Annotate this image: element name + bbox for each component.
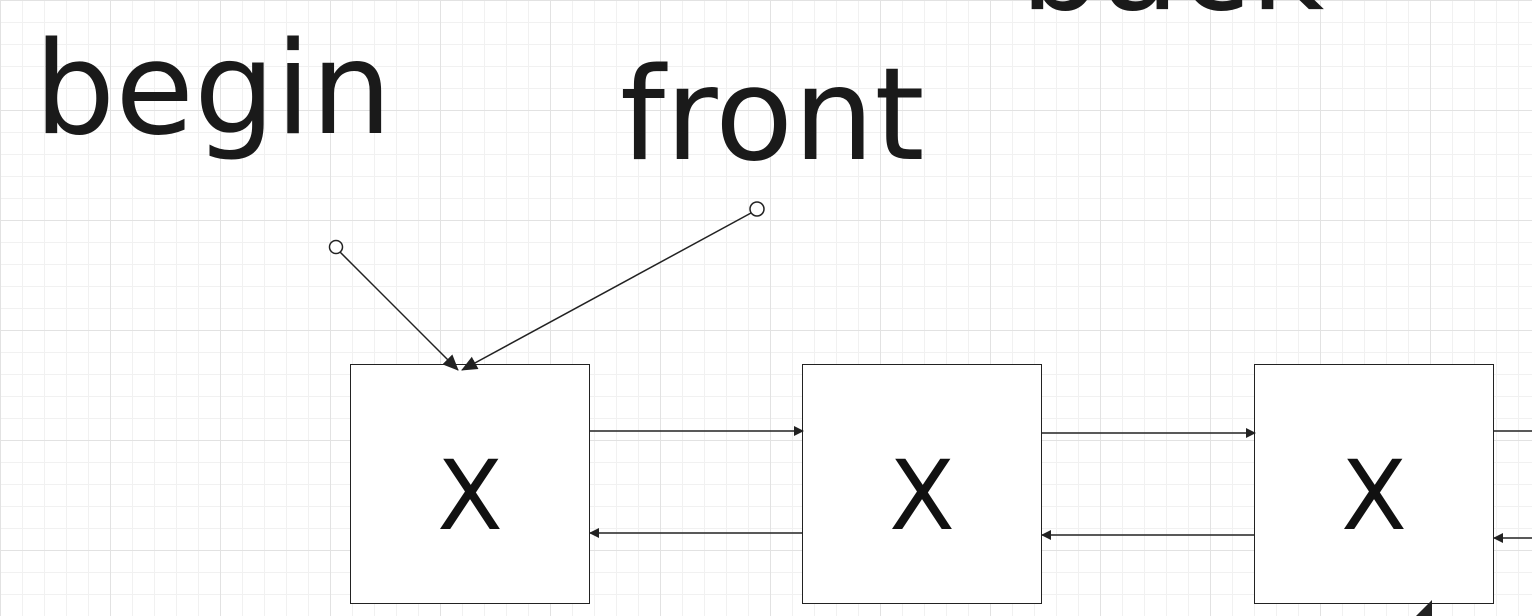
node-1-value: X (437, 440, 503, 552)
begin-pointer-origin[interactable] (328, 239, 344, 255)
begin-pointer-arrow[interactable] (339, 251, 459, 371)
list-node-1[interactable]: X (350, 364, 590, 604)
back-label: back (1020, 0, 1324, 30)
list-node-2[interactable]: X (802, 364, 1042, 604)
begin-label: begin (34, 15, 392, 164)
front-pointer-origin[interactable] (749, 201, 765, 217)
list-node-3[interactable]: X (1254, 364, 1494, 604)
node-3-value: X (1341, 440, 1407, 552)
front-label: front (620, 41, 925, 190)
node-2-value: X (889, 440, 955, 552)
front-pointer-arrow[interactable] (461, 212, 752, 371)
